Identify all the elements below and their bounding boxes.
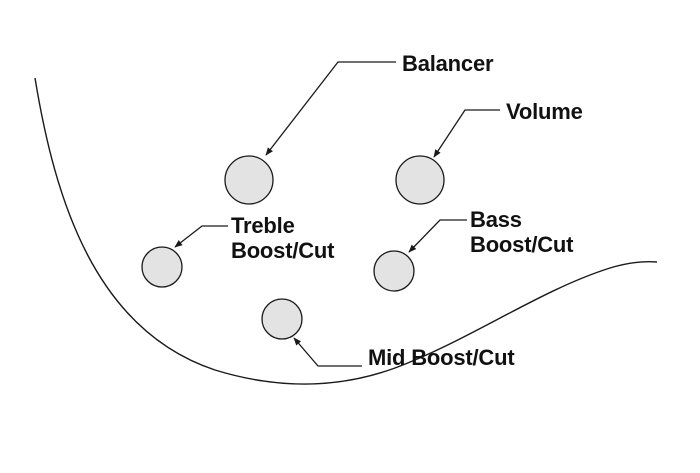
treble-label-line2: Boost/Cut [231,238,335,263]
bass-label-line1: Bass [470,207,522,232]
treble-label: Treble Boost/Cut [231,213,334,263]
treble-label-line1: Treble [231,213,295,238]
treble-knob[interactable] [141,246,183,288]
volume-knob[interactable] [395,155,445,205]
mid-label: Mid Boost/Cut [368,345,515,370]
bass-label-line2: Boost/Cut [470,232,574,257]
volume-leader-arrow [433,109,500,158]
balancer-label-text: Balancer [402,51,494,76]
balancer-knob[interactable] [224,155,274,205]
bass-label: Bass Boost/Cut [470,207,573,257]
volume-label: Volume [506,99,583,124]
mid-leader-arrow [293,337,362,367]
mid-label-text: Mid Boost/Cut [368,345,515,370]
bass-leader-arrow [408,219,467,253]
treble-leader-arrow [174,225,228,248]
guitar-body-outline [34,77,658,385]
bass-knob[interactable] [373,250,415,292]
balancer-leader-arrow [265,61,396,156]
volume-label-text: Volume [506,99,583,124]
balancer-label: Balancer [402,51,494,76]
mid-knob[interactable] [261,298,303,340]
